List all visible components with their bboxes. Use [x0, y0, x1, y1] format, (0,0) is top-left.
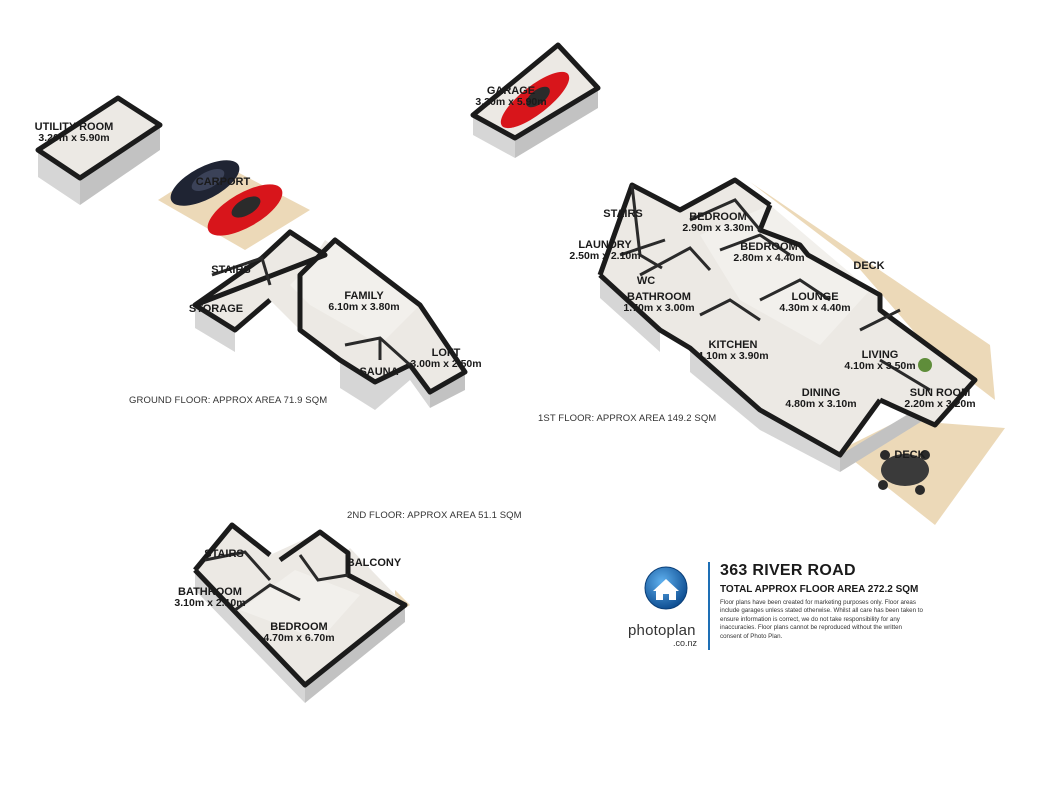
ground-floor-area: GROUND FLOOR: APPROX AREA 71.9 SQM — [129, 395, 328, 406]
size-loft: 3.00m x 2.50m — [410, 358, 481, 370]
size-family: 6.10m x 3.80m — [328, 301, 399, 313]
size-laundry: 2.50m x 2.10m — [569, 250, 640, 262]
label-stairs-ground: STAIRS — [211, 264, 251, 276]
brand-domain: .co.nz — [673, 638, 698, 648]
label-bathroom-first: BATHROOM — [627, 291, 691, 303]
size-dining: 4.80m x 3.10m — [785, 398, 856, 410]
size-sun-room: 2.20m x 3.20m — [904, 398, 975, 410]
label-loft: LOFT — [432, 347, 461, 359]
label-carport: CARPORT — [196, 176, 251, 188]
label-stairs-first: STAIRS — [603, 208, 643, 220]
label-dining: DINING — [802, 387, 841, 399]
label-bedroom-a: BEDROOM — [689, 211, 746, 223]
second-floor-area: 2ND FLOOR: APPROX AREA 51.1 SQM — [347, 510, 522, 521]
label-deck-lower: DECK — [894, 449, 925, 461]
size-bathroom-second: 3.10m x 2.10m — [174, 597, 245, 609]
info-divider — [708, 562, 710, 650]
first-floor-area: 1ST FLOOR: APPROX AREA 149.2 SQM — [538, 413, 717, 424]
property-address: 363 RIVER ROAD — [720, 562, 856, 579]
label-utility-room: UTILITY ROOM — [35, 121, 114, 133]
label-bedroom-second: BEDROOM — [270, 621, 327, 633]
label-deck-upper: DECK — [853, 260, 884, 272]
total-floor-area: TOTAL APPROX FLOOR AREA 272.2 SQM — [720, 584, 919, 595]
size-bathroom-first: 1.70m x 3.00m — [623, 302, 694, 314]
label-sun-room: SUN ROOM — [910, 387, 971, 399]
label-living: LIVING — [862, 349, 899, 361]
second-floor-block — [193, 522, 410, 703]
garage-block — [470, 42, 601, 158]
disclaimer-text: Floor plans have been created for market… — [720, 599, 923, 640]
size-garage: 3.20m x 5.90m — [475, 96, 546, 108]
ground-floor-block — [192, 229, 468, 410]
size-kitchen: 4.10m x 3.90m — [697, 350, 768, 362]
carport-block — [158, 160, 310, 250]
label-wc: WC — [637, 275, 655, 287]
house-logo-icon — [644, 566, 688, 610]
label-storage: STORAGE — [189, 303, 243, 315]
plant-icon — [918, 358, 932, 372]
label-sauna: SAUNA — [359, 366, 398, 378]
label-laundry: LAUNDRY — [578, 239, 632, 251]
label-balcony: BALCONY — [347, 557, 402, 569]
utility-room-block — [35, 95, 163, 205]
label-bathroom-second: BATHROOM — [178, 586, 242, 598]
label-bedroom-b: BEDROOM — [740, 241, 797, 253]
size-living: 4.10m x 3.50m — [844, 360, 915, 372]
dark-car-icon — [170, 160, 240, 206]
table-icon — [878, 450, 930, 495]
label-family: FAMILY — [344, 290, 384, 302]
label-kitchen: KITCHEN — [709, 339, 758, 351]
size-bedroom-second: 4.70m x 6.70m — [263, 632, 334, 644]
size-lounge: 4.30m x 4.40m — [779, 302, 850, 314]
size-utility-room: 3.20m x 5.90m — [38, 132, 109, 144]
size-bedroom-a: 2.90m x 3.30m — [682, 222, 753, 234]
red-car-icon — [207, 184, 283, 236]
garage-car-icon — [500, 71, 570, 129]
label-lounge: LOUNGE — [791, 291, 838, 303]
label-stairs-second: STAIRS — [204, 548, 244, 560]
first-floor-block — [597, 177, 1005, 525]
brand-name: photoplan — [628, 622, 696, 639]
size-bedroom-b: 2.80m x 4.40m — [733, 252, 804, 264]
label-garage: GARAGE — [487, 85, 535, 97]
